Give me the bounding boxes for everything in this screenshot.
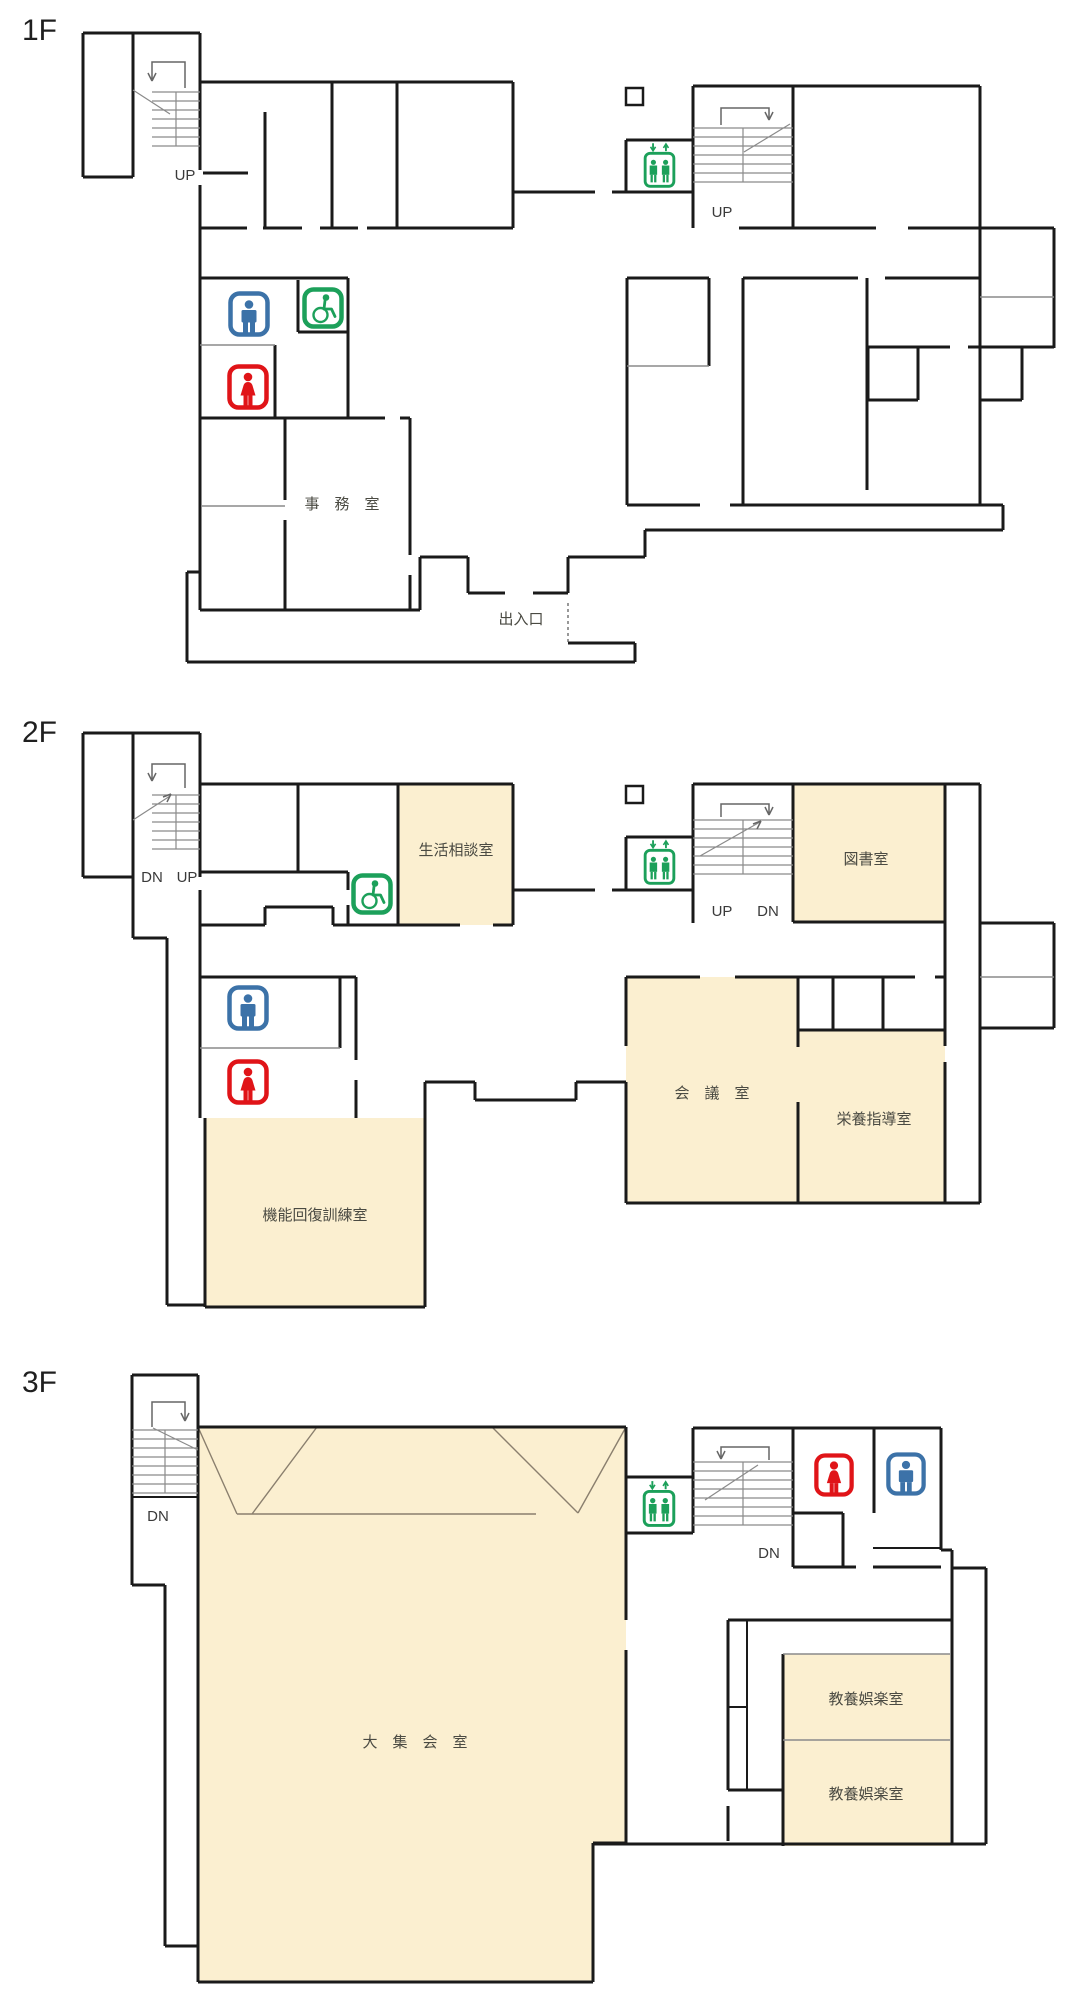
elevator-icon [643,839,676,885]
floor2-plan: 2F DN UP UP DN 生活相談室 図書室 会 議 室 栄養指導室 機能回… [22,716,1056,1309]
room-nutrition [798,1030,945,1203]
womens-toilet-icon [816,1455,851,1494]
floor1-stair-right-arrow [720,107,774,125]
floor1-label: 1F [22,14,57,47]
floor2-stair-right-arrows [720,803,774,830]
floor1-walls [81,31,1056,664]
floor3-stair-left-dn-label: DN [147,1508,169,1525]
room-label-library: 図書室 [843,851,888,868]
room-label-meeting: 会 議 室 [674,1084,749,1102]
floor3-stair-right-dn-label: DN [758,1545,780,1562]
floor1-stair-left-treads [132,89,200,147]
womens-toilet-icon [230,367,267,408]
floor1-stair-right-label: UP [712,204,733,221]
floor3-plan: 3F DN DN 大 集 会 室 教養娯楽室 教養娯楽室 [22,1366,988,1984]
room-library [793,784,945,922]
floor1-stair-left-label: UP [175,167,196,184]
mens-toilet-icon [230,988,267,1029]
room-training [205,1118,425,1307]
room-label-nutrition: 栄養指導室 [836,1111,911,1128]
elevator-icon [642,1480,676,1527]
room-main-hall [198,1427,626,1982]
womens-toilet-icon [230,1062,267,1103]
mens-toilet-icon [888,1454,923,1493]
floor3-stair-right-arrow [716,1446,770,1460]
hall-partition-lines [197,1426,627,1515]
floor2-label: 2F [22,716,57,749]
floor2-stair-right-dn-label: DN [757,903,779,920]
room-meeting [626,977,798,1203]
floor2-stair-left-dn-label: DN [141,869,163,886]
floor2-stair-left-treads [132,794,200,850]
floor3-thin-lines [783,1653,950,1741]
room-consultation [398,784,513,925]
room-label-office: 事 務 室 [304,496,379,513]
pillar [624,86,645,107]
room-label-consultation: 生活相談室 [418,842,493,859]
entrance-label: 出入口 [498,611,543,628]
floor3-thin-walls [132,1496,941,1790]
room-label-recreation-2: 教養娯楽室 [828,1786,903,1803]
floor2-stair-right-up-label: UP [712,903,733,920]
floor2-thin-lines [200,976,1054,1049]
floor3-label: 3F [22,1366,57,1399]
floor1-stair-right-treads [693,123,793,183]
floor2-stair-left-arrows [147,763,186,803]
accessible-toilet-icon [305,290,342,327]
accessible-toilet-icon [354,876,391,913]
mens-toilet-icon [231,294,268,335]
room-label-recreation-1: 教養娯楽室 [828,1691,903,1708]
floor2-walls [81,731,1056,1309]
floor3-stair-left-arrow [151,1401,190,1427]
floor2-stair-right-treads [693,819,793,875]
room-label-training: 機能回復訓練室 [262,1207,367,1224]
floor3-walls [130,1373,988,1984]
elevator-icon [643,142,676,188]
floor1-stair-left-arrow [147,61,186,88]
floor1-plan: 1F UP UP 事 務 室 出入口 [22,14,1056,664]
floor2-stair-left-up-label: UP [177,869,198,886]
room-recreation-2 [783,1740,950,1846]
room-label-main-hall: 大 集 会 室 [362,1734,467,1751]
floor3-stair-right-treads [693,1461,793,1526]
room-fills [198,784,950,1982]
floor3-stair-left-treads [132,1427,199,1494]
pillar [624,784,645,805]
floor1-thin-lines [200,296,1054,507]
room-recreation-1 [783,1654,950,1740]
